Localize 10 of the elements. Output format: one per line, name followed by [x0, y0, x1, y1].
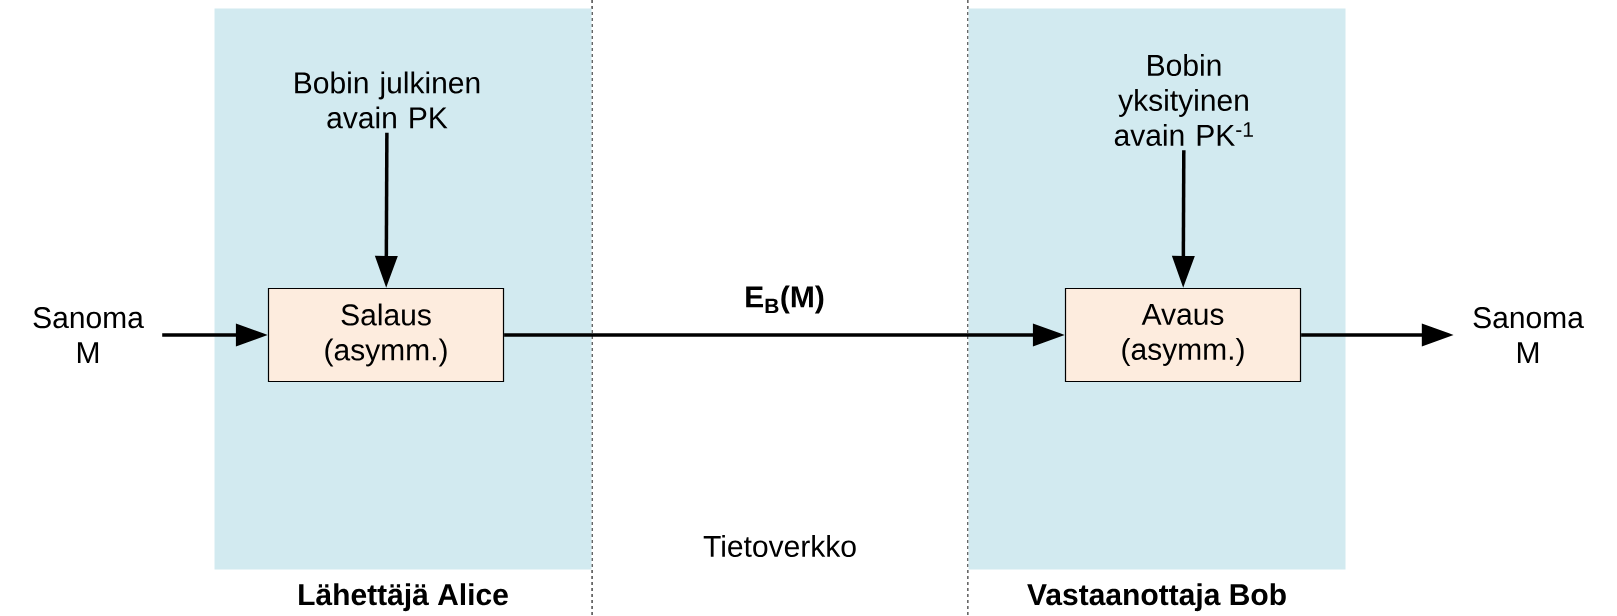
- text-label: Sanoma M: [33, 307, 144, 363]
- network-label: Tietoverkko: [703, 535, 856, 558]
- text-label: Bobin yksityinen avain PK$^{-1}$: [1114, 54, 1253, 146]
- node-label: Lähettäjä Alice: [299, 583, 508, 612]
- edge-label: E$_{B}$(M): [746, 285, 824, 314]
- text-label: Bobin julkinen avain PK: [295, 71, 480, 129]
- text-label: Sanoma M: [1473, 307, 1584, 363]
- node-label: Vastaanottaja Bob: [1027, 583, 1286, 612]
- process-box: Avaus (asymm.): [1064, 287, 1302, 383]
- process-box: Salaus (asymm.): [267, 287, 505, 383]
